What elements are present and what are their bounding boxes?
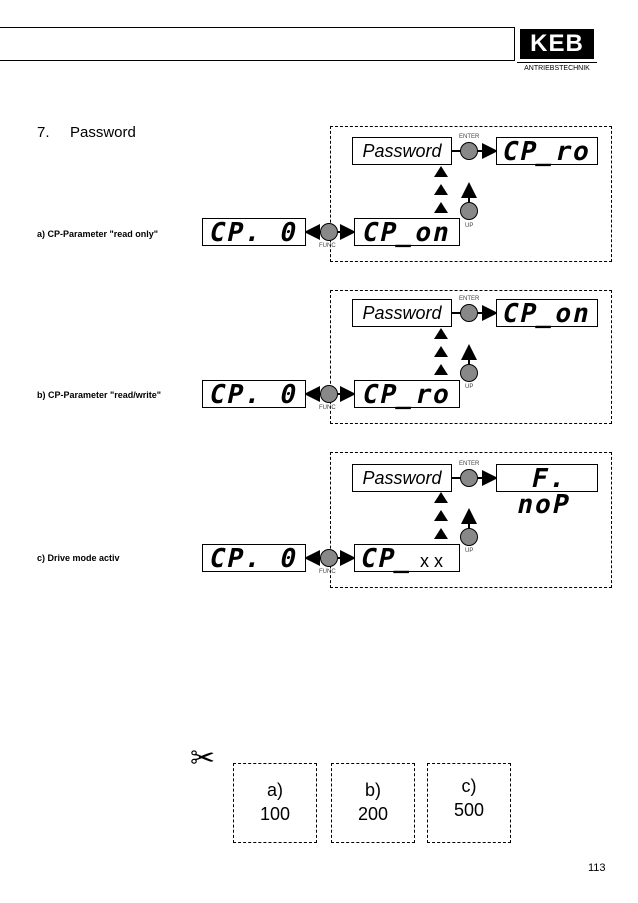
row-c-center-suffix: x x xyxy=(419,551,443,571)
row-b-frame xyxy=(330,290,612,424)
row-c-password-display: Password xyxy=(352,464,452,492)
row-a-enter-label: ENTER xyxy=(459,134,480,140)
row-a-frame xyxy=(330,126,612,262)
row-c-func-label: FUNC xyxy=(319,569,336,575)
row-a-password-display: Password xyxy=(352,137,452,165)
header-bar xyxy=(0,27,515,61)
row-c-frame xyxy=(330,452,612,588)
coupon-a-value: 100 xyxy=(259,804,291,824)
page-number: 113 xyxy=(588,862,606,874)
row-b-center-display: CP_ro xyxy=(354,380,460,410)
coupon-a-letter: a) xyxy=(266,780,283,800)
row-c-enter-label: ENTER xyxy=(459,461,480,467)
row-b-up-label: UP xyxy=(465,384,474,390)
row-a-up-label: UP xyxy=(465,223,474,229)
row-a-label: a) CP-Parameter "read only" xyxy=(37,229,159,239)
coupon-b-value: 200 xyxy=(357,804,389,824)
row-a-right-display: CP_ro xyxy=(496,137,598,167)
coupon-c-value: 500 xyxy=(453,800,485,820)
row-a-center-display: CP_on xyxy=(354,218,460,248)
row-c-enter-button[interactable] xyxy=(460,469,478,487)
logo-subtitle: ANTRIEBSTECHNIK xyxy=(517,62,597,72)
row-c-center-display: CP_x x xyxy=(354,544,460,574)
row-a-left-display: CP. 0 xyxy=(202,218,306,248)
row-c-right-display: F. noP xyxy=(496,464,598,520)
row-b-func-button[interactable] xyxy=(320,385,338,403)
coupon-b: b) 200 xyxy=(331,763,415,843)
row-a-func-button[interactable] xyxy=(320,223,338,241)
coupon-b-letter: b) xyxy=(364,780,381,800)
row-c-up-label: UP xyxy=(465,548,474,554)
row-c-label: c) Drive mode activ xyxy=(37,553,120,563)
coupon-c: c) 500 xyxy=(427,763,511,843)
coupon-a: a) 100 xyxy=(233,763,317,843)
keb-logo: KEB xyxy=(520,29,594,59)
row-b-func-label: FUNC xyxy=(319,405,336,411)
row-c-left-display: CP. 0 xyxy=(202,544,306,574)
section-number: 7. xyxy=(37,124,50,141)
scissors-icon: ✂ xyxy=(190,742,216,775)
row-b-left-display: CP. 0 xyxy=(202,380,306,410)
row-b-up-button[interactable] xyxy=(460,364,478,382)
section-title: Password xyxy=(70,124,136,141)
row-b-enter-label: ENTER xyxy=(459,296,480,302)
row-c-up-button[interactable] xyxy=(460,528,478,546)
row-a-up-button[interactable] xyxy=(460,202,478,220)
row-b-enter-button[interactable] xyxy=(460,304,478,322)
row-a-enter-button[interactable] xyxy=(460,142,478,160)
row-b-label: b) CP-Parameter "read/write" xyxy=(37,390,162,400)
row-b-password-display: Password xyxy=(352,299,452,327)
row-c-func-button[interactable] xyxy=(320,549,338,567)
row-a-func-label: FUNC xyxy=(319,243,336,249)
coupon-c-letter: c) xyxy=(461,776,477,796)
row-b-right-display: CP_on xyxy=(496,299,598,329)
